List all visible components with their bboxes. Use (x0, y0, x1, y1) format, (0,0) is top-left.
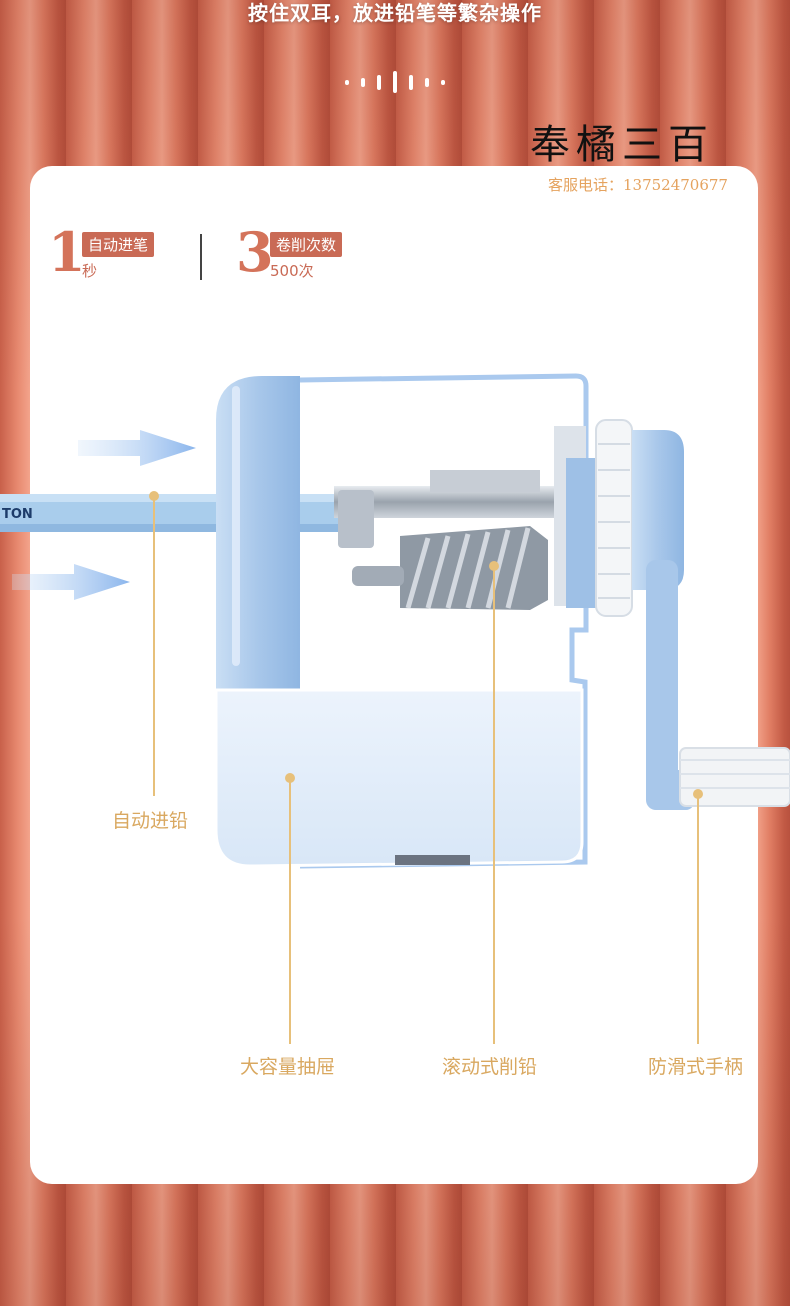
shell-frame (299, 373, 589, 869)
customer-service-phone: 客服电话：13752470677 (548, 176, 728, 194)
stat-number: 3 (236, 220, 274, 284)
callout-drawer: 大容量抽屉 (240, 1056, 336, 1078)
crank-handle (646, 560, 790, 810)
cutter-mechanism (334, 470, 554, 610)
stat-sub: 秒 (82, 262, 98, 280)
feed-arrow-icon (78, 430, 196, 466)
stat-tag: 卷削次数 (270, 232, 343, 257)
callout-rolling-cutter: 滚动式削铅 (442, 1056, 538, 1078)
drawer (214, 688, 584, 868)
stat-divider (200, 234, 202, 280)
stat-number: 1 (48, 220, 86, 284)
product-card: 1 自动进笔 秒 3 卷削次数 500次 (30, 166, 758, 1184)
gear-housing (554, 419, 684, 617)
front-ear (216, 376, 300, 690)
headline: 按住双耳，放进铅笔等繁杂操作 (248, 1, 542, 25)
scroll-indicator (345, 70, 445, 94)
stat-sub: 500次 (270, 262, 314, 280)
feed-arrow-icon (12, 564, 130, 600)
callout-auto-feed: 自动进铅 (112, 810, 189, 832)
pencil-print: TON (2, 507, 33, 522)
stat-tag: 自动进笔 (82, 232, 155, 257)
callout-handle: 防滑式手柄 (648, 1056, 744, 1078)
brand-logo: 奉橘三百 (530, 122, 714, 168)
